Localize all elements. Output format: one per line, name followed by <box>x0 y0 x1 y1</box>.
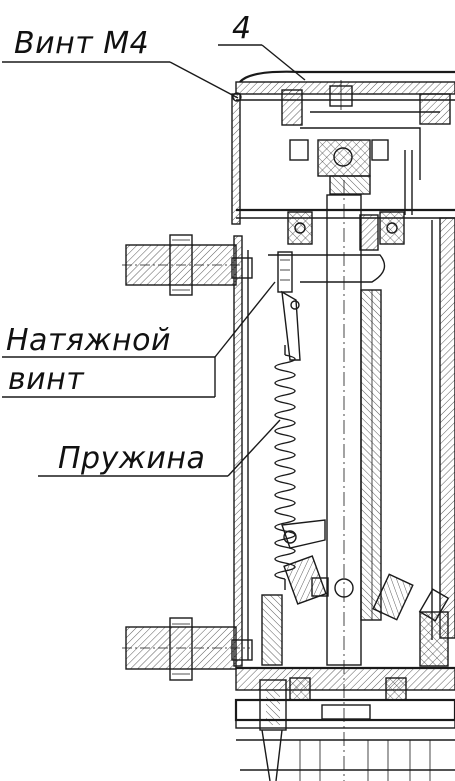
tension-lever <box>281 290 301 361</box>
upper-mechanism <box>236 139 455 251</box>
lower-clamp <box>122 594 283 681</box>
part-number-leader <box>261 44 306 81</box>
right-bearing <box>380 212 404 244</box>
screw-m4-head <box>232 92 242 102</box>
top-cover <box>231 70 455 225</box>
callout-tension-screw: Натяжной винт <box>2 281 276 398</box>
lower-lever <box>281 519 450 667</box>
housing-left-wall <box>234 236 242 666</box>
part-number-label: 4 <box>232 11 252 46</box>
spring <box>274 345 296 590</box>
upper-clamp <box>122 234 253 296</box>
screw-m4-leader <box>169 61 239 99</box>
tension-screw-assembly <box>268 251 386 361</box>
lower-bolt <box>259 679 287 731</box>
spring-label: Пружина <box>58 441 205 476</box>
tension-screw-label-line1: Натяжной <box>6 323 171 358</box>
tension-screw-label-line2: винт <box>8 362 85 397</box>
tension-screw-body <box>277 251 293 293</box>
shaft-ball <box>334 578 354 598</box>
base-assembly <box>234 666 455 781</box>
left-bearing <box>288 212 312 244</box>
central-shaft <box>326 180 382 781</box>
tension-screw-leader <box>214 281 276 358</box>
housing-right-wall <box>440 218 455 638</box>
spring-coil <box>274 354 296 580</box>
shaft-sleeve <box>361 290 381 620</box>
callout-spring: Пружина <box>38 419 281 477</box>
screw-m4-label: Винт М4 <box>14 26 149 61</box>
callout-part-4: 4 <box>218 11 306 81</box>
top-cover-plate <box>236 82 455 94</box>
callout-screw-m4: Винт М4 <box>2 26 239 99</box>
base-plate <box>236 668 455 690</box>
